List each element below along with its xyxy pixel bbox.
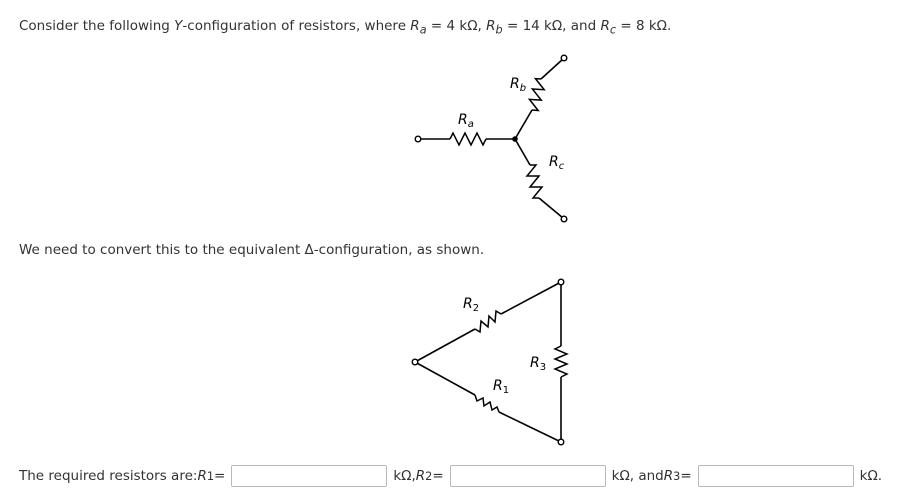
- unit-sep-2: kΩ, and: [611, 468, 664, 484]
- rb-symbol: R: [486, 18, 496, 34]
- delta-configuration-diagram: R2 R3 R1: [411, 278, 569, 446]
- rc-subscript: c: [609, 23, 617, 37]
- resistor-r2-branch: [414, 281, 562, 363]
- r2-subscript: 2: [425, 469, 433, 483]
- label-r1: R1: [493, 378, 509, 396]
- rb-value: 14 kΩ: [522, 18, 563, 34]
- label-rb: Rb: [510, 76, 526, 94]
- rc-value: 8 kΩ: [635, 18, 667, 34]
- r1-subscript: 1: [206, 469, 215, 483]
- delta-terminal-bottom: [557, 438, 565, 446]
- unit-end: kΩ.: [859, 468, 883, 484]
- r2-input[interactable]: [449, 465, 606, 487]
- ra-subscript: a: [419, 23, 427, 37]
- unit-sep-1: kΩ,: [393, 468, 416, 484]
- rc-eq: =: [616, 18, 636, 34]
- r3-eq: =: [680, 468, 692, 484]
- label-rc: Rc: [549, 154, 565, 172]
- answer-prefix: The required resistors are:: [19, 468, 198, 484]
- sep-2: , and: [562, 18, 601, 34]
- label-r2: R2: [463, 296, 479, 314]
- convert-statement: We need to convert this to the equivalen…: [19, 242, 485, 258]
- resistor-r3-branch: [553, 282, 569, 442]
- resistor-rc-branch: [514, 138, 564, 219]
- rb-subscript: b: [495, 23, 503, 37]
- r2-eq: =: [432, 468, 444, 484]
- rc-symbol: R: [600, 18, 610, 34]
- label-ra: Ra: [458, 112, 474, 130]
- r1-eq: =: [214, 468, 226, 484]
- r3-subscript: 3: [673, 469, 681, 483]
- ra-eq: =: [426, 18, 447, 34]
- ra-value: 4 kΩ: [446, 18, 478, 34]
- sep-1: ,: [477, 18, 487, 34]
- label-r3: R3: [530, 355, 546, 373]
- r3-symbol: R: [663, 468, 674, 484]
- resistor-r1-branch: [414, 361, 562, 443]
- r1-input[interactable]: [231, 465, 388, 487]
- delta-terminal-top: [557, 278, 565, 286]
- terminal-c: [560, 215, 568, 223]
- config-text: -configuration of resistors, where: [182, 18, 411, 34]
- terminal-b: [560, 54, 568, 62]
- r3-input[interactable]: [697, 465, 854, 487]
- y-symbol: Y: [174, 18, 183, 34]
- r2-symbol: R: [415, 468, 426, 484]
- resistor-ra-branch: [421, 131, 515, 147]
- rb-eq: =: [502, 18, 523, 34]
- ra-symbol: R: [410, 18, 420, 34]
- delta-terminal-left: [411, 358, 419, 366]
- r1-symbol: R: [197, 468, 207, 484]
- y-center-node: [512, 136, 518, 142]
- end-period: .: [666, 18, 672, 34]
- problem-statement: Consider the following Y-configuration o…: [19, 18, 671, 37]
- y-configuration-diagram: Ra Rb Rc: [414, 54, 568, 223]
- terminal-a: [414, 135, 422, 143]
- intro-text: Consider the following: [19, 18, 175, 34]
- resistor-rb-branch: [514, 58, 564, 140]
